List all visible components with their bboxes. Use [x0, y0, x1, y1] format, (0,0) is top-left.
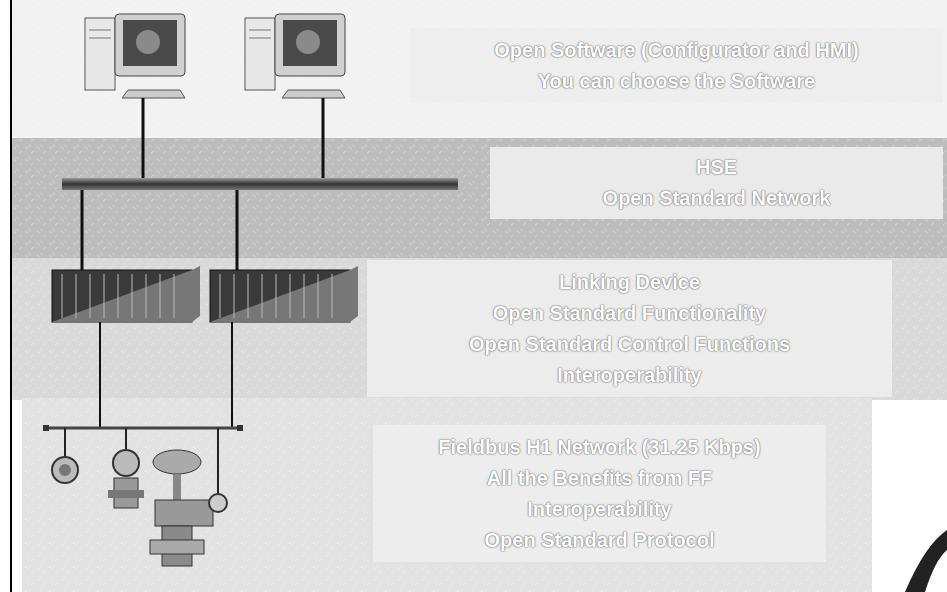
text-panel: Open Software (Configurator and HMI)You …: [410, 28, 943, 103]
panel-text: Fieldbus H1 Network (31.25 Kbps): [438, 432, 760, 463]
panel-text: Open Standard Protocol: [484, 525, 714, 556]
panel-text: Open Standard Network: [603, 183, 831, 214]
panel-text: You can choose the Software: [538, 66, 815, 97]
panel-text: Interoperability: [557, 360, 701, 391]
panel-text: Interoperability: [527, 494, 671, 525]
panel-text: Open Software (Configurator and HMI): [494, 35, 858, 66]
panel-text: Open Standard Control Functions: [469, 329, 790, 360]
text-panel: HSEOpen Standard Network: [490, 147, 943, 219]
text-panel: Linking DeviceOpen Standard Functionalit…: [367, 260, 892, 397]
panel-text: HSE: [696, 152, 737, 183]
panel-text: Linking Device: [559, 267, 700, 298]
panel-text: All the Benefits from FF: [487, 463, 713, 494]
panel-text: Open Standard Functionality: [493, 298, 766, 329]
text-panel: Fieldbus H1 Network (31.25 Kbps)All the …: [373, 425, 826, 562]
